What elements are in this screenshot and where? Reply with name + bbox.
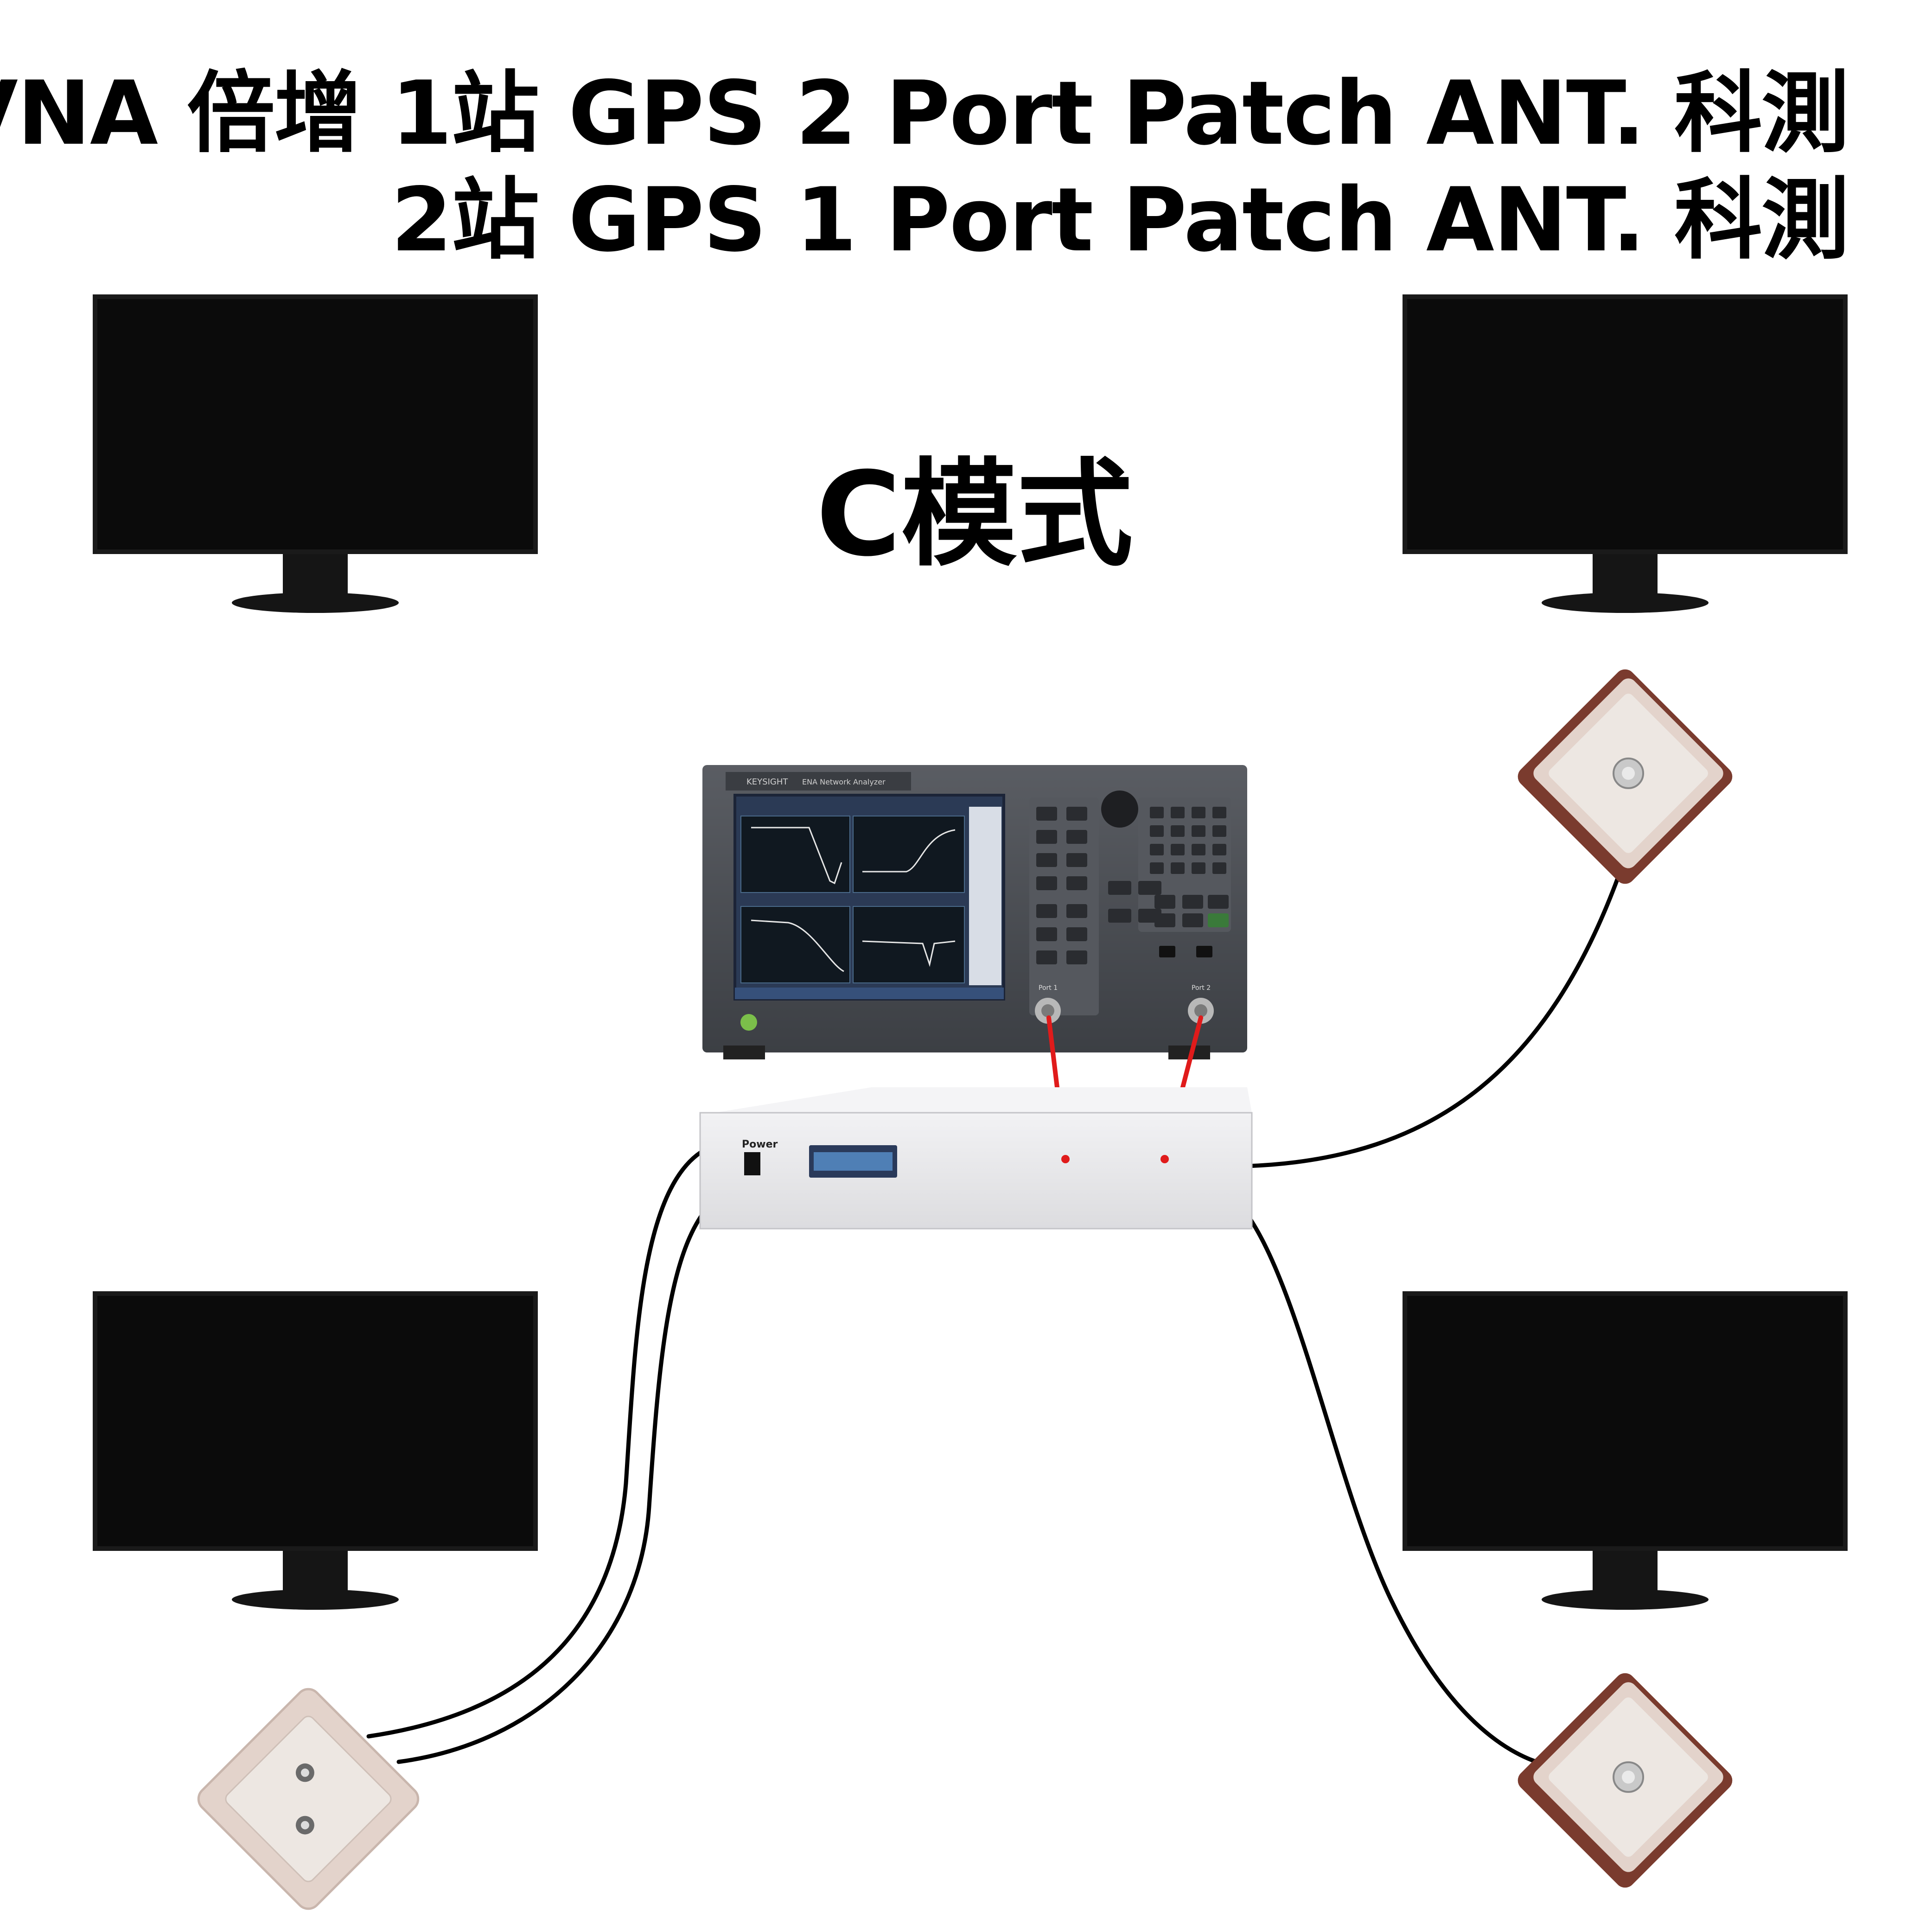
vna-model: ENA Network Analyzer	[802, 778, 886, 786]
monitor-bottom-right	[1403, 1291, 1848, 1610]
monitor-bottom-left	[93, 1291, 538, 1610]
rf-connector-2	[1160, 1155, 1169, 1163]
patch-antenna-bottom-right	[1518, 1673, 1733, 1888]
vna-brand: KEYSIGHT	[746, 777, 788, 787]
vna-keypad	[1029, 791, 1231, 1015]
title-line-2: 2站 GPS 1 Port Patch ANT. 科測	[391, 169, 1849, 271]
mode-label: C模式	[816, 447, 1133, 582]
switch-box-icon	[699, 1112, 1253, 1230]
cable-bottom-right-antenna	[1238, 1203, 1556, 1769]
power-label: Power	[742, 1139, 778, 1150]
power-switch	[744, 1152, 760, 1175]
vna-plots	[740, 816, 965, 983]
rf-connector-1	[1061, 1155, 1070, 1163]
patch-antenna-top-right	[1518, 669, 1733, 884]
vna-traces	[751, 827, 956, 972]
patch-antenna-bottom-left-2port	[197, 1688, 420, 1910]
monitor-top-right	[1403, 294, 1848, 613]
cable-left-outer	[366, 1148, 707, 1739]
title-line-1: VNA 倍增 1站 GPS 2 Port Patch ANT. 科測	[0, 62, 1849, 165]
port-2-label: Port 2	[1192, 984, 1211, 992]
switch-box: Power	[699, 1087, 1253, 1230]
vna-knob	[1101, 791, 1138, 828]
vna-power-button	[740, 1014, 757, 1031]
switch-box-top	[700, 1087, 1252, 1115]
vna-port-1: Port 1	[1035, 984, 1061, 1024]
cable-left-inner	[396, 1203, 712, 1764]
cable-top-right-antenna	[1245, 855, 1627, 1168]
port-1-label: Port 1	[1039, 984, 1058, 992]
vna-port-2: Port 2	[1188, 984, 1214, 1024]
vna-network-analyzer: KEYSIGHT ENA Network Analyzer	[702, 765, 1247, 1059]
monitor-top-left	[93, 294, 538, 613]
cables	[366, 855, 1627, 1769]
